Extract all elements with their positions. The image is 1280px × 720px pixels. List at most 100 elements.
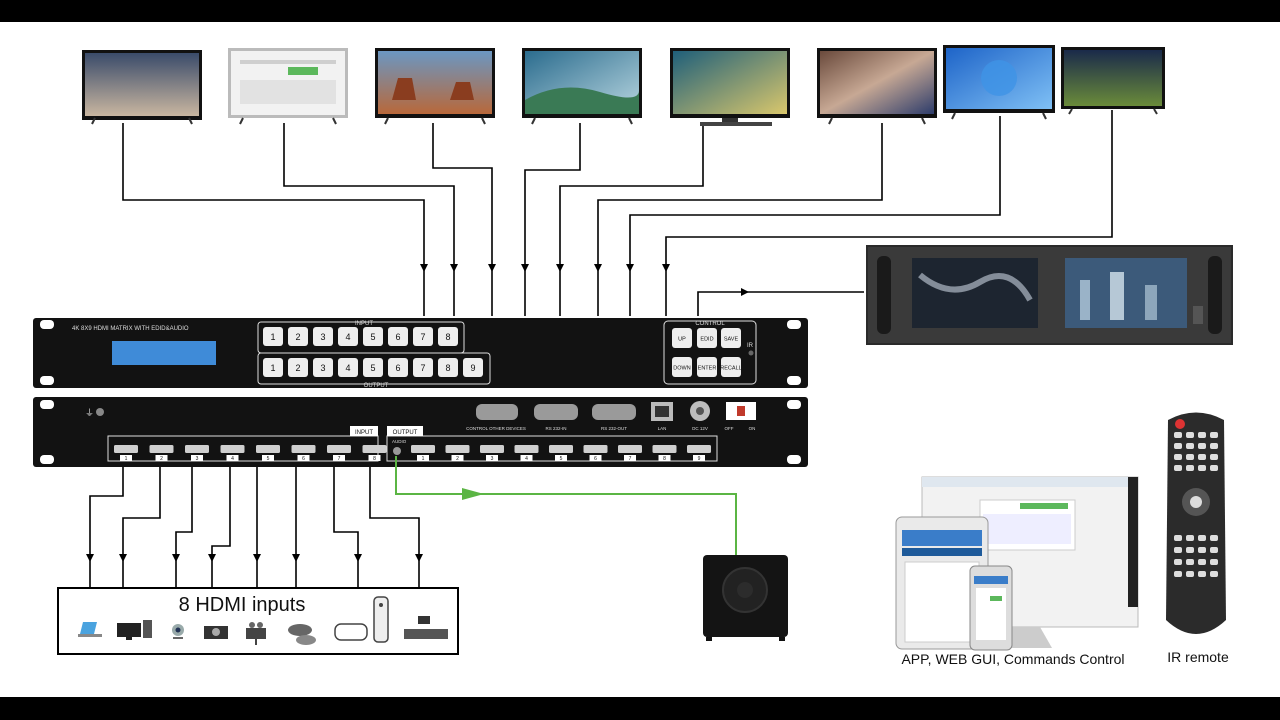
control-button-label: EDID: [700, 337, 713, 343]
input-button-label: 5: [370, 332, 375, 342]
output-select-button-7[interactable]: 7: [413, 358, 433, 377]
port-label-rs232-in: RS 232-IN: [545, 426, 566, 431]
remote-key: [1210, 559, 1218, 565]
output-button-label: 1: [270, 363, 275, 373]
remote-key: [1210, 547, 1218, 553]
remote-key: [1198, 454, 1206, 460]
input-select-button-2[interactable]: 2: [288, 327, 308, 346]
input-port-number: 5: [267, 456, 270, 462]
input-port-number: 4: [231, 456, 234, 462]
control-button-label: RECALL: [720, 366, 741, 372]
remote-key: [1198, 571, 1206, 577]
output-select-button-6[interactable]: 6: [388, 358, 408, 377]
input-select-button-1[interactable]: 1: [263, 327, 283, 346]
output-port-number: 8: [663, 456, 666, 462]
ir-label: IR: [747, 343, 754, 349]
hdmi-output-port-5[interactable]: 5: [549, 445, 573, 462]
port-label-control: CONTROL OTHER DEVICES: [466, 426, 526, 431]
remote-key: [1174, 454, 1182, 460]
control-button-enter[interactable]: ENTER: [697, 357, 717, 377]
output-button-label: 3: [320, 363, 325, 373]
output-select-button-2[interactable]: 2: [288, 358, 308, 377]
input-select-button-8[interactable]: 8: [438, 327, 458, 346]
remote-key: [1186, 443, 1194, 449]
input-port-number: 2: [160, 456, 163, 462]
remote-key: [1186, 432, 1194, 438]
input-select-button-3[interactable]: 3: [313, 327, 333, 346]
audio-cable: [395, 456, 737, 555]
hdmi-input-port-6[interactable]: 6: [291, 445, 316, 462]
tv-display-2: [228, 48, 348, 125]
audio-label: AUDIO: [392, 439, 407, 444]
video-camera-icon: [246, 622, 266, 645]
remote-key: [1186, 535, 1194, 541]
input-button-label: 8: [445, 332, 450, 342]
input-button-label: 4: [345, 332, 350, 342]
remote-key: [1174, 432, 1182, 438]
hdmi-output-port-1[interactable]: 1: [411, 445, 435, 462]
input-button-label: 2: [295, 332, 300, 342]
source-devices: [78, 596, 448, 645]
output-port-number: 4: [525, 456, 528, 462]
input-port-number: 3: [196, 456, 199, 462]
remote-key: [1198, 465, 1206, 471]
output-button-label: 8: [445, 363, 450, 373]
rear-output-tab: OUTPUT: [393, 430, 418, 436]
control-button-up[interactable]: UP: [672, 328, 692, 348]
hdmi-output-port-3[interactable]: 3: [480, 445, 504, 462]
control-button-label: ENTER: [698, 366, 717, 372]
ir-remote: [1166, 412, 1226, 634]
subwoofer: [703, 555, 788, 641]
remote-key: [1174, 571, 1182, 577]
hdmi-input-port-4[interactable]: 4: [220, 445, 245, 462]
control-button-edid[interactable]: EDID: [697, 328, 717, 348]
remote-key: [1198, 547, 1206, 553]
output-select-button-8[interactable]: 8: [438, 358, 458, 377]
output-select-button-1[interactable]: 1: [263, 358, 283, 377]
output-port-number: 2: [456, 456, 459, 462]
hdmi-output-port-2[interactable]: 2: [445, 445, 470, 462]
hdmi-input-port-8[interactable]: 8: [362, 445, 387, 462]
hdmi-input-port-5[interactable]: 5: [256, 445, 280, 462]
input-select-button-7[interactable]: 7: [413, 327, 433, 346]
remote-key: [1186, 454, 1194, 460]
input-select-button-6[interactable]: 6: [388, 327, 408, 346]
output-group-label: OUTPUT: [364, 383, 389, 389]
input-select-button-5[interactable]: 5: [363, 327, 383, 346]
hdmi-output-port-6[interactable]: 6: [583, 445, 608, 462]
laptop-icon: [78, 622, 102, 637]
hdmi-input-port-2[interactable]: 2: [149, 445, 174, 462]
input-group-label: INPUT: [355, 321, 373, 327]
control-button-save[interactable]: SAVE: [721, 328, 741, 348]
output-select-button-4[interactable]: 4: [338, 358, 358, 377]
input-port-number: 7: [338, 456, 341, 462]
remote-key: [1198, 443, 1206, 449]
output-select-button-5[interactable]: 5: [363, 358, 383, 377]
camera-icon: [204, 626, 228, 639]
remote-key: [1210, 432, 1218, 438]
tv-display-3: [375, 48, 495, 125]
input-button-label: 7: [420, 332, 425, 342]
hdmi-output-port-7[interactable]: 7: [618, 445, 642, 462]
tv-display-6: [817, 48, 937, 125]
hdmi-output-port-9[interactable]: 9: [687, 445, 711, 462]
hdmi-input-port-3[interactable]: 3: [185, 445, 209, 462]
input-select-button-4[interactable]: 4: [338, 327, 358, 346]
control-button-recall[interactable]: RECALL: [720, 357, 742, 377]
hdmi-input-port-7[interactable]: 7: [327, 445, 351, 462]
output-select-button-3[interactable]: 3: [313, 358, 333, 377]
control-button-down[interactable]: DOWN: [672, 357, 692, 377]
bottom-letterbox: [0, 697, 1280, 720]
phone-device: [969, 565, 1013, 651]
webcam-icon: [172, 624, 184, 639]
remote-key: [1186, 559, 1194, 565]
app-control-label: APP, WEB GUI, Commands Control: [901, 651, 1124, 667]
remote-key: [1210, 443, 1218, 449]
hdmi-input-port-1[interactable]: 1: [114, 445, 138, 462]
hdmi-output-port-8[interactable]: 8: [652, 445, 677, 462]
output-port-number: 9: [698, 456, 701, 462]
hdmi-output-port-4[interactable]: 4: [514, 445, 539, 462]
output-select-button-9[interactable]: 9: [463, 358, 483, 377]
